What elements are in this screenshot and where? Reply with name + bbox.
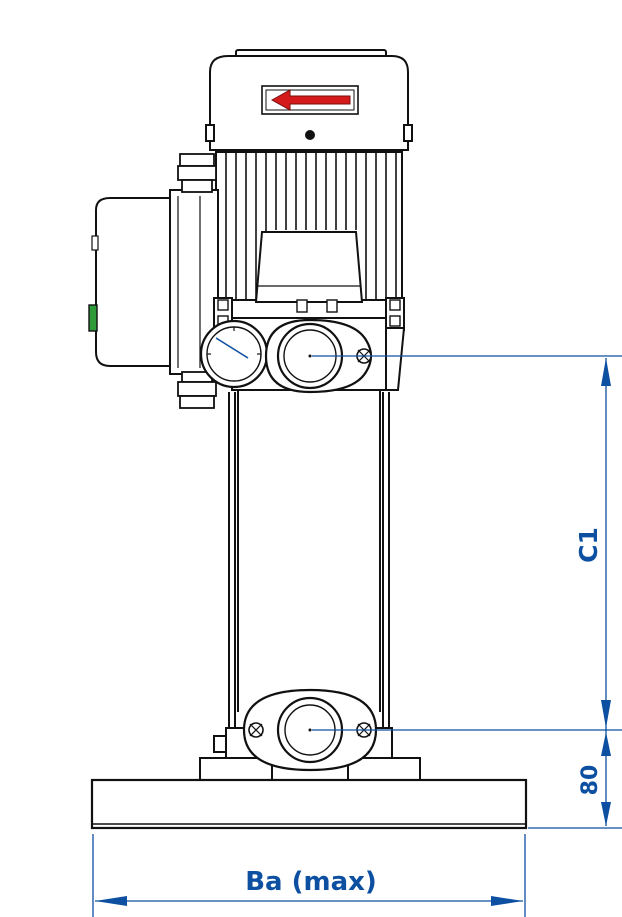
mount-bolts [217,299,401,327]
dimension-label-ba-max: Ba (max) [245,867,377,897]
rating-plate [254,231,364,303]
motor-cooling-fins [225,152,397,300]
indicator-dot [305,130,315,140]
dimension-label-c1: C1 [574,527,603,563]
cable-gland-top [177,153,217,193]
dimension-arrowheads [95,358,611,906]
power-switch [88,304,98,332]
pump-stack [228,390,390,740]
dimension-label-80: 80 [578,765,603,796]
control-box [95,189,219,375]
pressure-gauge-icon [199,319,269,389]
rotation-arrow-icon [261,85,359,115]
base-plate [90,778,528,830]
dimension-lines [92,355,622,917]
